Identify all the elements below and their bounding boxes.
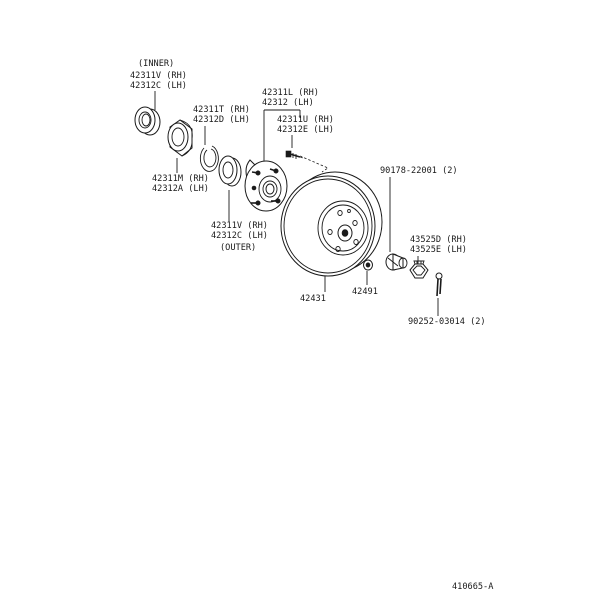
label-inner: (INNER) (138, 59, 174, 69)
label-disc: 42431 (300, 294, 326, 304)
hub-nut (409, 260, 429, 279)
label-seal-inner-lh: 42312C (LH) (130, 81, 187, 91)
label-seal-outer-lh: 42312C (LH) (211, 231, 268, 241)
label-screw: 90178-22001 (2) (380, 166, 458, 176)
hub-bolt (285, 150, 301, 159)
label-bearing-rh: 42311M (RH) (152, 174, 209, 184)
screw (385, 253, 408, 271)
plug (363, 259, 373, 271)
label-plug: 42491 (352, 287, 378, 297)
outer-oil-seal (218, 155, 242, 187)
inner-oil-seal (134, 106, 161, 136)
label-bearing-lh: 42312A (LH) (152, 184, 209, 194)
label-hub-lh: 42312 (LH) (262, 98, 314, 108)
disc-bolt-holes (327, 208, 359, 252)
hub-studs (251, 168, 281, 206)
label-hub-bolt-rh: 42311U (RH) (277, 115, 334, 125)
brake-disc (280, 171, 383, 277)
label-pin: 90252-03014 (2) (408, 317, 486, 327)
cotter-pin (435, 272, 443, 297)
label-nut-rh: 43525D (RH) (410, 235, 467, 245)
leader-lines (154, 91, 439, 316)
label-seal-inner-rh: 42311V (RH) (130, 71, 187, 81)
assembly-lines (295, 155, 329, 173)
label-hub-bolt-lh: 42312E (LH) (277, 125, 334, 135)
wheel-bearing (167, 119, 193, 157)
label-snap-ring-lh: 42312D (LH) (193, 115, 250, 125)
label-seal-outer-rh: 42311V (RH) (211, 221, 268, 231)
label-hub-rh: 42311L (RH) (262, 88, 319, 98)
axle-hub (244, 159, 288, 212)
snap-ring (199, 145, 219, 172)
label-outer: (OUTER) (220, 243, 256, 253)
figure-code: 410665-A (452, 582, 494, 592)
label-snap-ring-rh: 42311T (RH) (193, 105, 250, 115)
label-nut-lh: 43525E (LH) (410, 245, 467, 255)
